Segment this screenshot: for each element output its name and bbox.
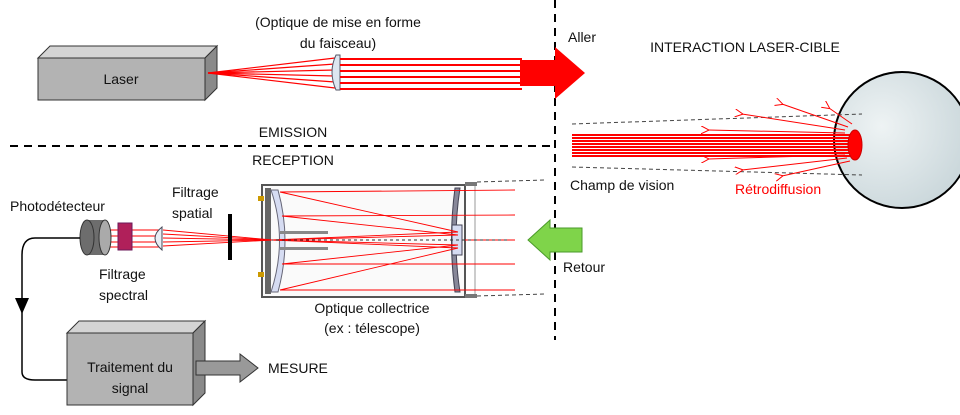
photodetector-label: Photodétecteur — [10, 198, 105, 214]
beam-shaping-lens — [331, 54, 341, 91]
collecting-optics-label-1: Optique collectrice — [314, 300, 429, 316]
backscatter-rays — [708, 104, 853, 176]
laser-spot — [847, 129, 863, 161]
focusing-lens — [154, 225, 163, 252]
spatial-filter-label-1: Filtrage — [172, 184, 219, 200]
laser-label: Laser — [103, 71, 138, 87]
emission-beam — [207, 57, 336, 89]
spatial-filter-pinhole — [228, 214, 232, 260]
measure-arrow — [195, 352, 259, 384]
beam-optics-label-2: du faisceau) — [300, 35, 376, 51]
retour-label: Retour — [563, 259, 605, 275]
beam-optics-label-1: (Optique de mise en forme — [255, 14, 421, 30]
outgoing-arrow — [520, 47, 585, 99]
collimated-beam — [340, 58, 522, 90]
return-arrow — [527, 218, 583, 262]
focused-beam — [105, 229, 273, 248]
spectral-filter — [117, 222, 133, 251]
reception-label: RECEPTION — [252, 152, 334, 168]
spectral-filter-label-2: spectral — [99, 287, 148, 303]
field-of-view-lines — [571, 113, 863, 176]
target-beam — [572, 134, 850, 157]
telescope — [258, 179, 546, 298]
interaction-title: INTERACTION LASER-CIBLE — [650, 39, 840, 55]
photodetector — [79, 219, 112, 256]
signal-processing-box — [65, 319, 207, 407]
measure-label: MESURE — [268, 360, 328, 376]
cable-arrow-icon — [15, 298, 29, 314]
collecting-optics-label-2: (ex : télescope) — [324, 320, 420, 336]
spectral-filter-label-1: Filtrage — [99, 266, 146, 282]
aller-label: Aller — [568, 29, 596, 45]
spatial-filter-label-2: spatial — [172, 205, 212, 221]
emission-label: EMISSION — [259, 124, 327, 140]
signal-processing-label-2: signal — [112, 380, 149, 396]
backscatter-label: Rétrodiffusion — [735, 181, 821, 197]
signal-processing-label-1: Traitement du — [87, 359, 173, 375]
laser-box — [36, 44, 219, 102]
field-of-view-label: Champ de vision — [570, 177, 674, 193]
